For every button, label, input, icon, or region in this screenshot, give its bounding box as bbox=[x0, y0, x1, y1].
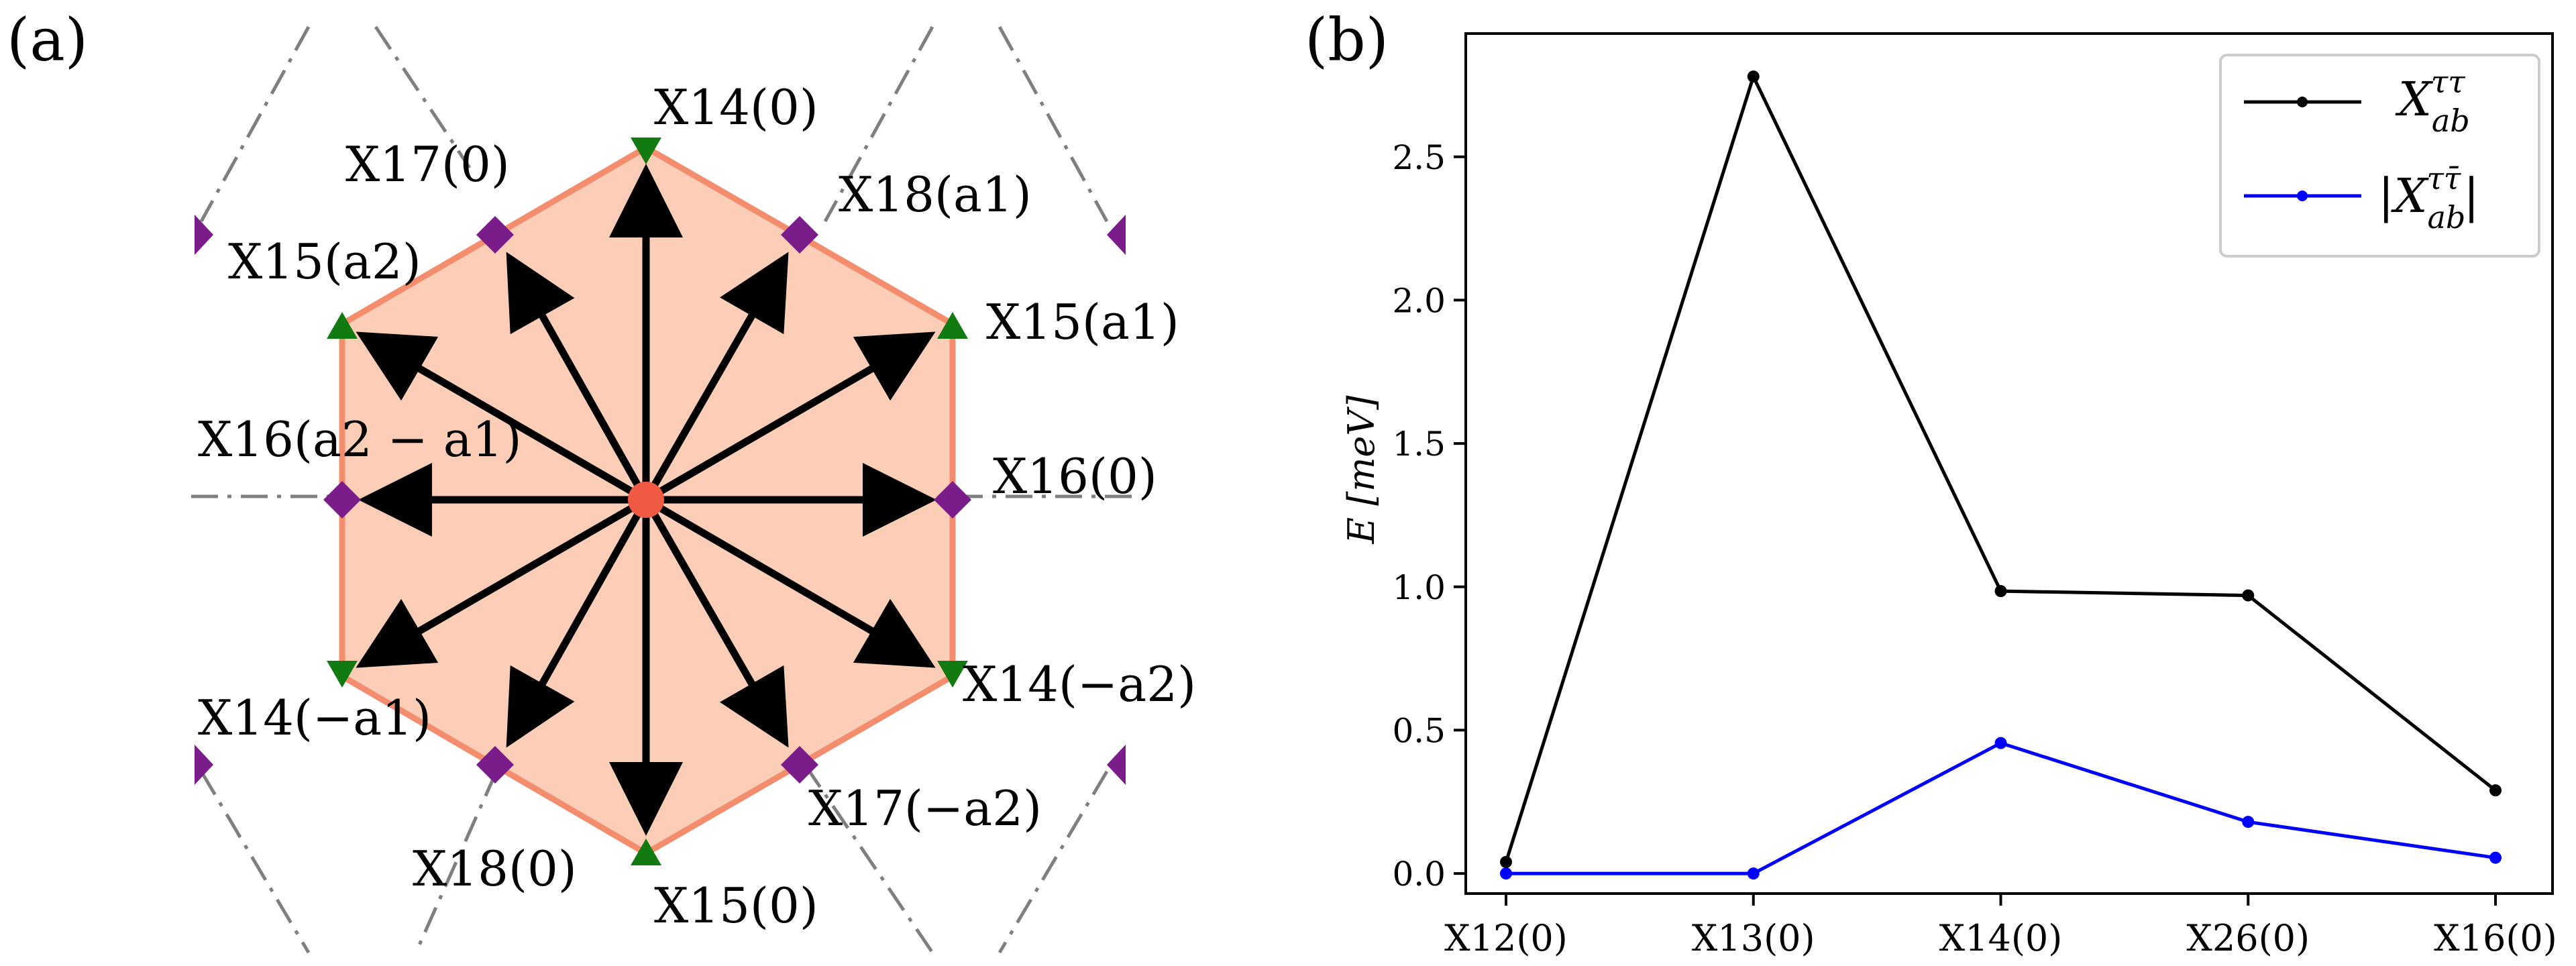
lattice-diagram: X14(0) X17(0) X18(a1) X15(a2) X15(a1) X1… bbox=[191, 25, 1196, 954]
x-axis: X12(0) X13(0) X14(0) X26(0) X16(0) bbox=[1444, 894, 2557, 959]
arrow-lower-right-edge bbox=[643, 498, 789, 748]
x-tick-label: X14(0) bbox=[1939, 917, 2063, 959]
label-x18-a1: X18(a1) bbox=[839, 166, 1032, 223]
arrow-upper-right-vertex bbox=[644, 331, 936, 503]
diamond-marker bbox=[195, 745, 213, 785]
dashed-line bbox=[803, 763, 934, 954]
triangle-up-marker bbox=[937, 312, 968, 339]
y-tick-label: 2.5 bbox=[1392, 138, 1446, 177]
panel-b-label: (b) bbox=[1305, 5, 1389, 74]
data-point bbox=[1747, 867, 1760, 880]
legend: Xabττ |Xabττ̄| bbox=[2219, 54, 2540, 258]
arrow-upper-left-vertex bbox=[356, 331, 648, 503]
diamond-marker bbox=[476, 746, 514, 784]
data-point bbox=[1994, 585, 2007, 598]
diamond-marker bbox=[195, 215, 213, 255]
label-x15-a2: X15(a2) bbox=[228, 233, 421, 290]
data-point bbox=[1500, 867, 1512, 880]
label-x14-0: X14(0) bbox=[654, 79, 818, 136]
data-point bbox=[1747, 70, 1760, 83]
data-point bbox=[2489, 851, 2502, 864]
dashed-line bbox=[998, 770, 1109, 954]
diamond-marker bbox=[781, 746, 818, 784]
center-point bbox=[628, 482, 664, 518]
x-tick-label: X13(0) bbox=[1692, 917, 1815, 959]
y-tick-label: 2.0 bbox=[1392, 281, 1446, 320]
data-point bbox=[1500, 855, 1512, 868]
label-x15-0: X15(0) bbox=[654, 877, 818, 934]
series-layer bbox=[1500, 70, 2502, 880]
x-tick-label: X12(0) bbox=[1444, 917, 1568, 959]
panel-a-label: (a) bbox=[7, 5, 88, 74]
arrow-upper-right-edge bbox=[643, 252, 789, 502]
label-x17-0: X17(0) bbox=[345, 136, 510, 193]
label-x16-0: X16(0) bbox=[993, 448, 1157, 504]
label-x16-a2-a1: X16(a2 − a1) bbox=[198, 411, 522, 468]
arrow-upper-left-edge bbox=[506, 252, 649, 502]
label-x14-neg-a2: X14(−a2) bbox=[963, 656, 1196, 712]
y-axis: 0.0 0.5 1.0 1.5 2.0 2.5 bbox=[1392, 138, 1466, 894]
diamond-marker bbox=[323, 481, 361, 519]
triangle-up-marker bbox=[327, 312, 358, 339]
y-tick-label: 0.0 bbox=[1392, 855, 1446, 894]
legend-label-blue: |Xabττ̄| bbox=[2378, 160, 2479, 235]
label-x18-0: X18(0) bbox=[413, 841, 577, 897]
lattice-dashed-lines bbox=[191, 25, 1140, 954]
edge-diamonds bbox=[195, 215, 1126, 785]
dashed-line bbox=[998, 25, 1109, 223]
arrow-lower-left-vertex bbox=[356, 496, 648, 668]
dashed-line bbox=[823, 25, 934, 223]
legend-marker-black bbox=[2297, 97, 2308, 107]
data-point bbox=[2242, 816, 2255, 828]
arrow-lower-left-edge bbox=[506, 498, 649, 748]
dashed-line bbox=[199, 770, 311, 954]
arrow-lower-right-vertex bbox=[644, 496, 936, 668]
label-x14-neg-a1: X14(−a1) bbox=[198, 690, 431, 746]
x-tick-label: X16(0) bbox=[2434, 917, 2557, 959]
line-chart: 0.0 0.5 1.0 1.5 2.0 2.5 X12(0) X13(0) X14(0) X26… bbox=[1340, 32, 2557, 959]
data-point bbox=[2242, 589, 2255, 602]
data-point bbox=[1994, 737, 2007, 749]
label-x15-a1: X15(a1) bbox=[986, 294, 1179, 350]
y-tick-label: 1.0 bbox=[1392, 568, 1446, 607]
diamond-marker bbox=[781, 216, 818, 254]
y-tick-label: 1.5 bbox=[1392, 425, 1446, 464]
triangle-down-marker bbox=[631, 138, 661, 164]
legend-label-black: Xabττ bbox=[2395, 64, 2470, 139]
legend-box bbox=[2219, 54, 2540, 258]
triangle-up-marker bbox=[631, 839, 661, 865]
diamond-marker bbox=[476, 216, 514, 254]
triangle-down-marker bbox=[327, 661, 358, 688]
series-line-1 bbox=[1506, 741, 2496, 875]
y-axis-label: E [meV] bbox=[1340, 395, 1383, 545]
dashed-line bbox=[199, 25, 311, 223]
y-tick-label: 0.5 bbox=[1392, 711, 1446, 750]
diamond-marker bbox=[1107, 745, 1126, 785]
label-x17-neg-a2: X17(−a2) bbox=[808, 780, 1042, 837]
arrows bbox=[356, 164, 936, 836]
triangle-down-marker bbox=[937, 661, 968, 688]
x-tick-label: X26(0) bbox=[2186, 917, 2310, 959]
vertex-triangles bbox=[327, 138, 968, 865]
dashed-line bbox=[414, 770, 498, 954]
plot-frame bbox=[1464, 32, 2554, 895]
diamond-marker bbox=[934, 481, 971, 519]
diamond-marker bbox=[1107, 215, 1126, 255]
legend-marker-blue bbox=[2297, 191, 2308, 201]
data-point bbox=[2489, 784, 2502, 797]
